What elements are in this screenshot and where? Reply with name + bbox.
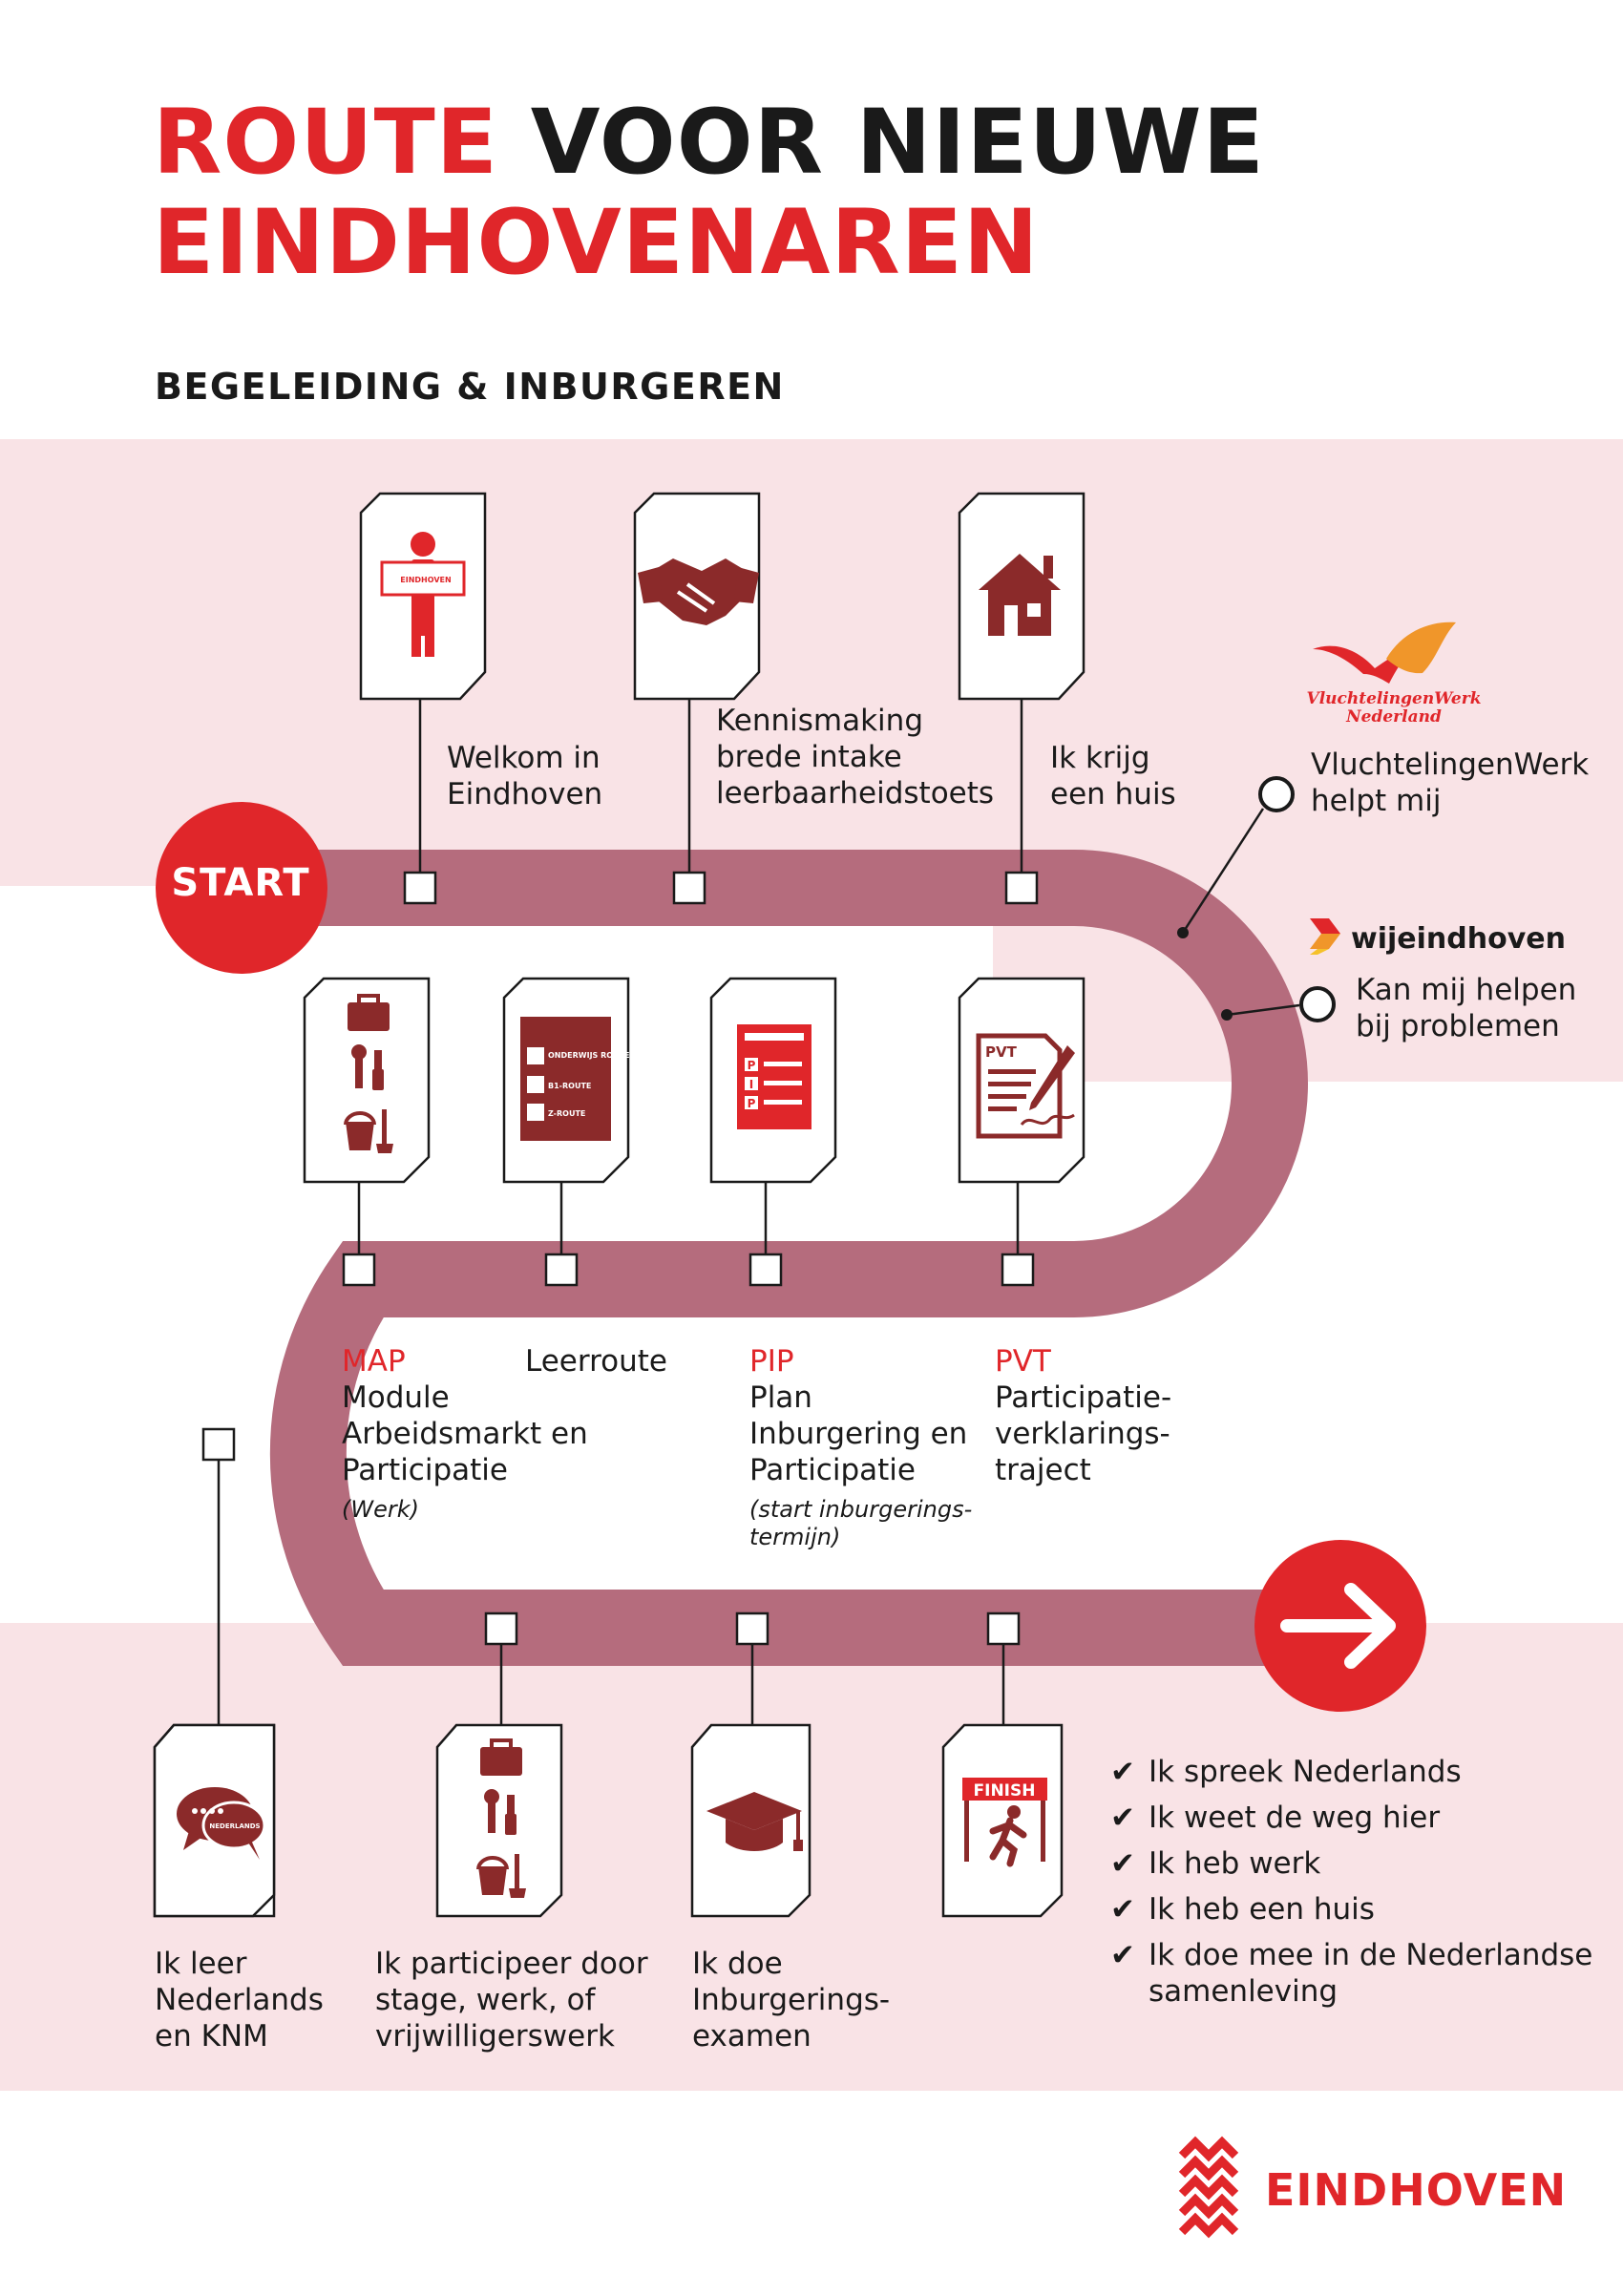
toolbox-tools-bucket-icon — [476, 1738, 526, 1898]
step-card-kennismaking[interactable] — [633, 492, 761, 888]
leerroute-item-3: Z-ROUTE — [548, 1109, 585, 1118]
step-label-leerroute: Leerroute — [525, 1344, 667, 1379]
step-label-nederlands: Ik leer Nederlands en KNM — [155, 1947, 324, 2054]
leerroute-item-1: ONDERWIJS ROUTE — [548, 1051, 629, 1060]
sign-text: EINDHOVEN — [400, 576, 451, 584]
helper-node-wijeindhoven[interactable] — [1299, 986, 1336, 1022]
checkmark-icon: ✔ — [1110, 1938, 1135, 1972]
checkmark-icon: ✔ — [1110, 1755, 1135, 1789]
finish-runner-icon: FINISH — [962, 1778, 1047, 1867]
title-line-2: EINDHOVENAREN — [153, 191, 1040, 295]
pip-letter-3: P — [748, 1097, 756, 1110]
next-arrow-icon[interactable] — [1254, 1540, 1426, 1712]
step-card-leerroute[interactable]: ONDERWIJS ROUTE B1-ROUTE Z-ROUTE — [502, 977, 629, 1270]
outcome-item: ✔Ik heb een huis — [1110, 1886, 1592, 1932]
person-with-eindhoven-sign-icon: EINDHOVEN — [380, 532, 466, 657]
step-label-kennismaking: Kennismaking brede intake leerbaarheidst… — [716, 704, 995, 811]
step-card-pip[interactable]: P I P — [709, 977, 837, 1270]
toolbox-tools-bucket-icon — [344, 994, 393, 1153]
outcome-item: ✔Ik spreek Nederlands — [1110, 1749, 1592, 1795]
vluchtelingenwerk-logo-line2: Nederland — [1345, 707, 1442, 727]
route-node[interactable] — [1004, 871, 1039, 905]
route-node[interactable] — [1001, 1253, 1035, 1287]
step-note-map: (Werk) — [342, 1496, 419, 1523]
leerroute-item-2: B1-ROUTE — [548, 1082, 591, 1090]
step-card-pvt[interactable]: PVT — [958, 977, 1086, 1270]
step-label-huis: Ik krijg een huis — [1050, 741, 1176, 811]
route-node[interactable] — [672, 871, 706, 905]
checkmark-icon: ✔ — [1110, 1846, 1135, 1881]
title-word-route: ROUTE — [153, 91, 498, 195]
route-node[interactable] — [342, 1253, 376, 1287]
outcome-item: ✔Ik heb werk — [1110, 1841, 1592, 1886]
route-node[interactable] — [544, 1253, 579, 1287]
step-card-map[interactable] — [303, 977, 431, 1270]
step-card-nederlands[interactable]: NEDERLANDS — [153, 1723, 276, 1918]
wijeindhoven-logo: wijeindhoven — [1310, 918, 1566, 956]
route-node[interactable] — [484, 1611, 518, 1646]
pip-plan-icon: P I P — [737, 1024, 812, 1129]
helper-node-vluchtelingenwerk[interactable] — [1258, 776, 1295, 812]
step-label-participeer: Ik participeer door stage, werk, of vrij… — [375, 1947, 648, 2054]
helper-label-wijeindhoven: Kan mij helpen bij problemen — [1356, 973, 1577, 1043]
speech-bubbles-nederlands-icon: NEDERLANDS — [177, 1787, 266, 1860]
route-node[interactable] — [748, 1253, 783, 1287]
finish-banner-text: FINISH — [974, 1781, 1036, 1801]
route-node[interactable] — [735, 1611, 769, 1646]
step-card-finish[interactable]: FINISH — [941, 1644, 1064, 1918]
pip-letter-2: I — [749, 1078, 753, 1091]
step-label-pvt: PVT Participatie- verklarings- traject — [995, 1344, 1172, 1487]
vluchtelingenwerk-logo-line1: VluchtelingenWerk — [1307, 689, 1482, 708]
start-circle[interactable] — [156, 802, 327, 974]
vluchtelingenwerk-logo: VluchtelingenWerk Nederland — [1307, 621, 1482, 727]
outcomes-checklist: ✔Ik spreek Nederlands ✔Ik weet de weg hi… — [1110, 1749, 1592, 2010]
graduation-cap-icon — [706, 1792, 803, 1851]
pip-letter-1: P — [748, 1059, 756, 1072]
checkmark-icon: ✔ — [1110, 1892, 1135, 1927]
helper-label-vluchtelingenwerk: VluchtelingenWerk helpt mij — [1311, 748, 1590, 818]
step-card-participeer[interactable] — [435, 1644, 563, 1918]
handshake-icon — [638, 558, 759, 625]
step-label-map: MAP Module Arbeidsmarkt en Participatie — [342, 1344, 588, 1487]
outcome-item: ✔Ik weet de weg hier — [1110, 1795, 1592, 1841]
step-card-examen[interactable] — [690, 1644, 812, 1918]
house-icon — [979, 554, 1061, 636]
route-node[interactable] — [986, 1611, 1021, 1646]
step-card-welkom[interactable]: EINDHOVEN — [359, 492, 487, 888]
pvt-document-signing-icon: PVT — [976, 1033, 1075, 1139]
route-node[interactable] — [403, 871, 437, 905]
eindhoven-logo-mark — [1178, 2136, 1239, 2239]
leerroute-checklist-icon: ONDERWIJS ROUTE B1-ROUTE Z-ROUTE — [520, 1017, 629, 1141]
step-label-welkom: Welkom in Eindhoven — [447, 741, 603, 811]
step-label-examen: Ik doe Inburgerings- examen — [692, 1947, 891, 2054]
pvt-card-label: PVT — [985, 1043, 1018, 1061]
eindhoven-logo-text: EINDHOVEN — [1265, 2164, 1568, 2216]
start-label: START — [171, 861, 310, 905]
title-word-voor-nieuwe: VOOR NIEUWE — [530, 91, 1265, 195]
wijeindhoven-logo-text: wijeindhoven — [1351, 922, 1566, 956]
step-label-pip: PIP Plan Inburgering en Participatie — [749, 1344, 968, 1487]
route-node[interactable] — [201, 1427, 236, 1462]
step-card-huis[interactable] — [958, 492, 1086, 888]
checkmark-icon: ✔ — [1110, 1801, 1135, 1835]
route-road — [239, 850, 1346, 1666]
step-note-pip: (start inburgerings- termijn) — [749, 1496, 973, 1550]
bubble-text: NEDERLANDS — [209, 1822, 260, 1830]
subtitle: BEGELEIDING & INBURGEREN — [155, 366, 785, 408]
